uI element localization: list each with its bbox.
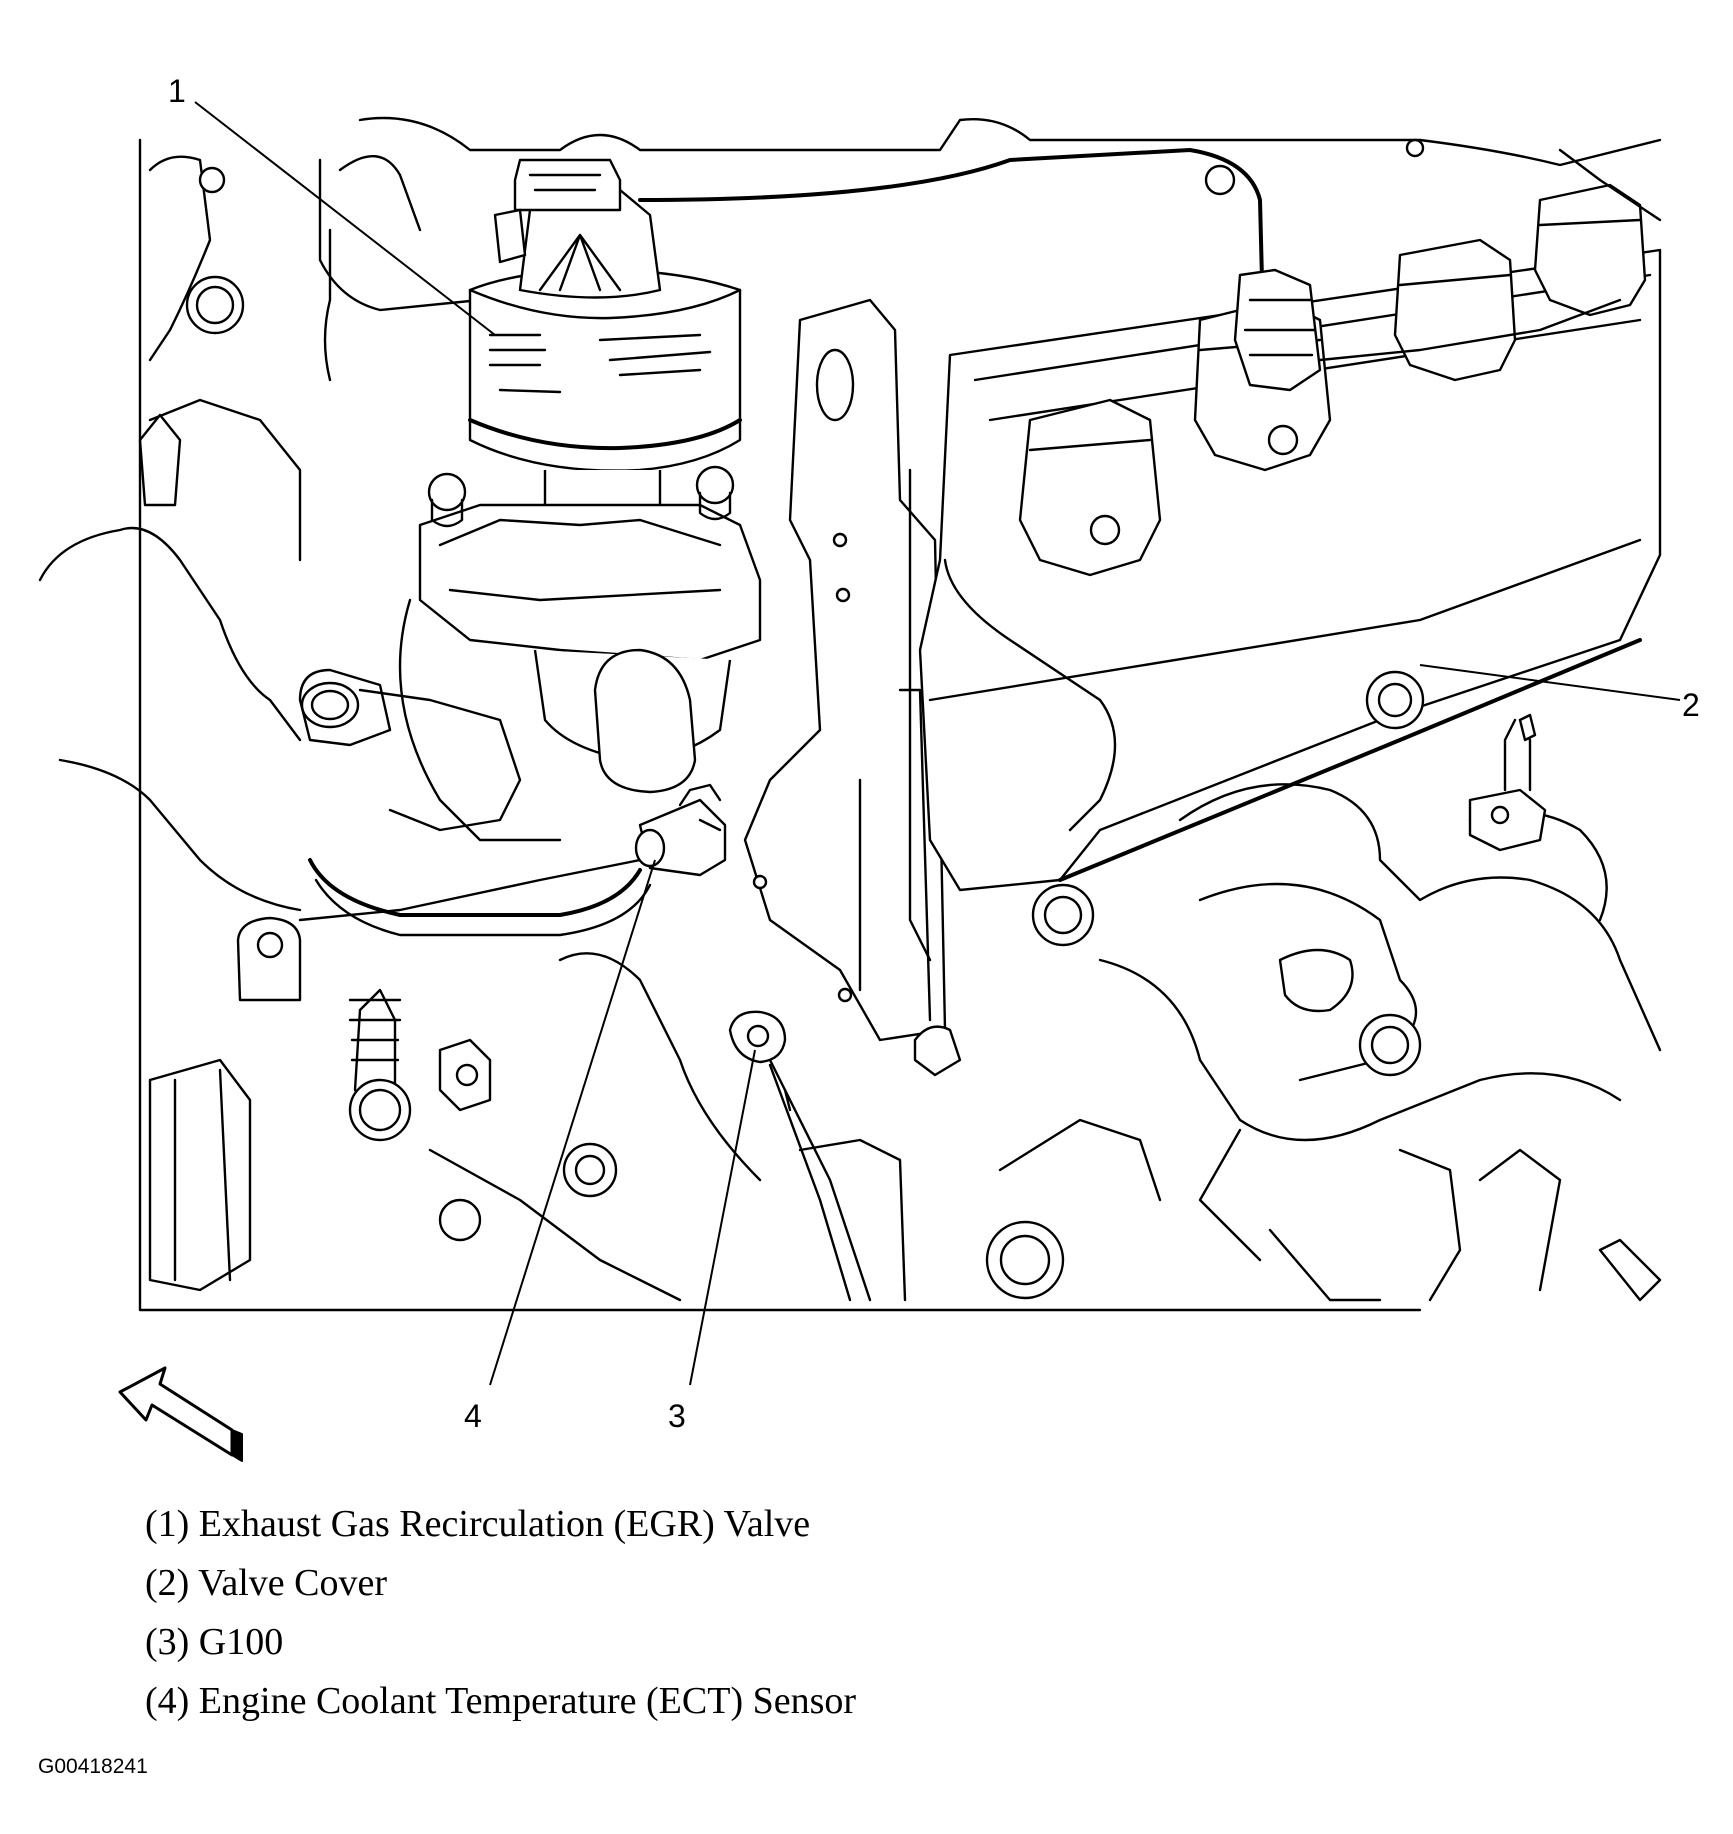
callout-number-3: 3 [668,1398,686,1434]
legend: (1) Exhaust Gas Recirculation (EGR) Valv… [145,1495,856,1731]
leader-line-3 [689,1049,756,1386]
figure-id: G00418241 [38,1755,148,1778]
legend-item-g100: (3) G100 [145,1621,284,1663]
leader-line-2 [1419,664,1681,701]
leader-lines [194,101,1681,1386]
leader-line-1 [194,101,496,336]
leader-line-4 [489,859,656,1386]
legend-item-ect-sensor: (4) Engine Coolant Temperature (ECT) Sen… [145,1680,857,1722]
legend-item-valve-cover: (2) Valve Cover [145,1562,388,1604]
callout-number-2: 2 [1682,687,1700,723]
callout-number-4: 4 [464,1398,482,1434]
engine-illustration [38,116,1662,1312]
legend-item-egr-valve: (1) Exhaust Gas Recirculation (EGR) Valv… [145,1503,811,1545]
direction-arrow-icon [118,1366,243,1462]
callout-number-1: 1 [168,73,186,109]
